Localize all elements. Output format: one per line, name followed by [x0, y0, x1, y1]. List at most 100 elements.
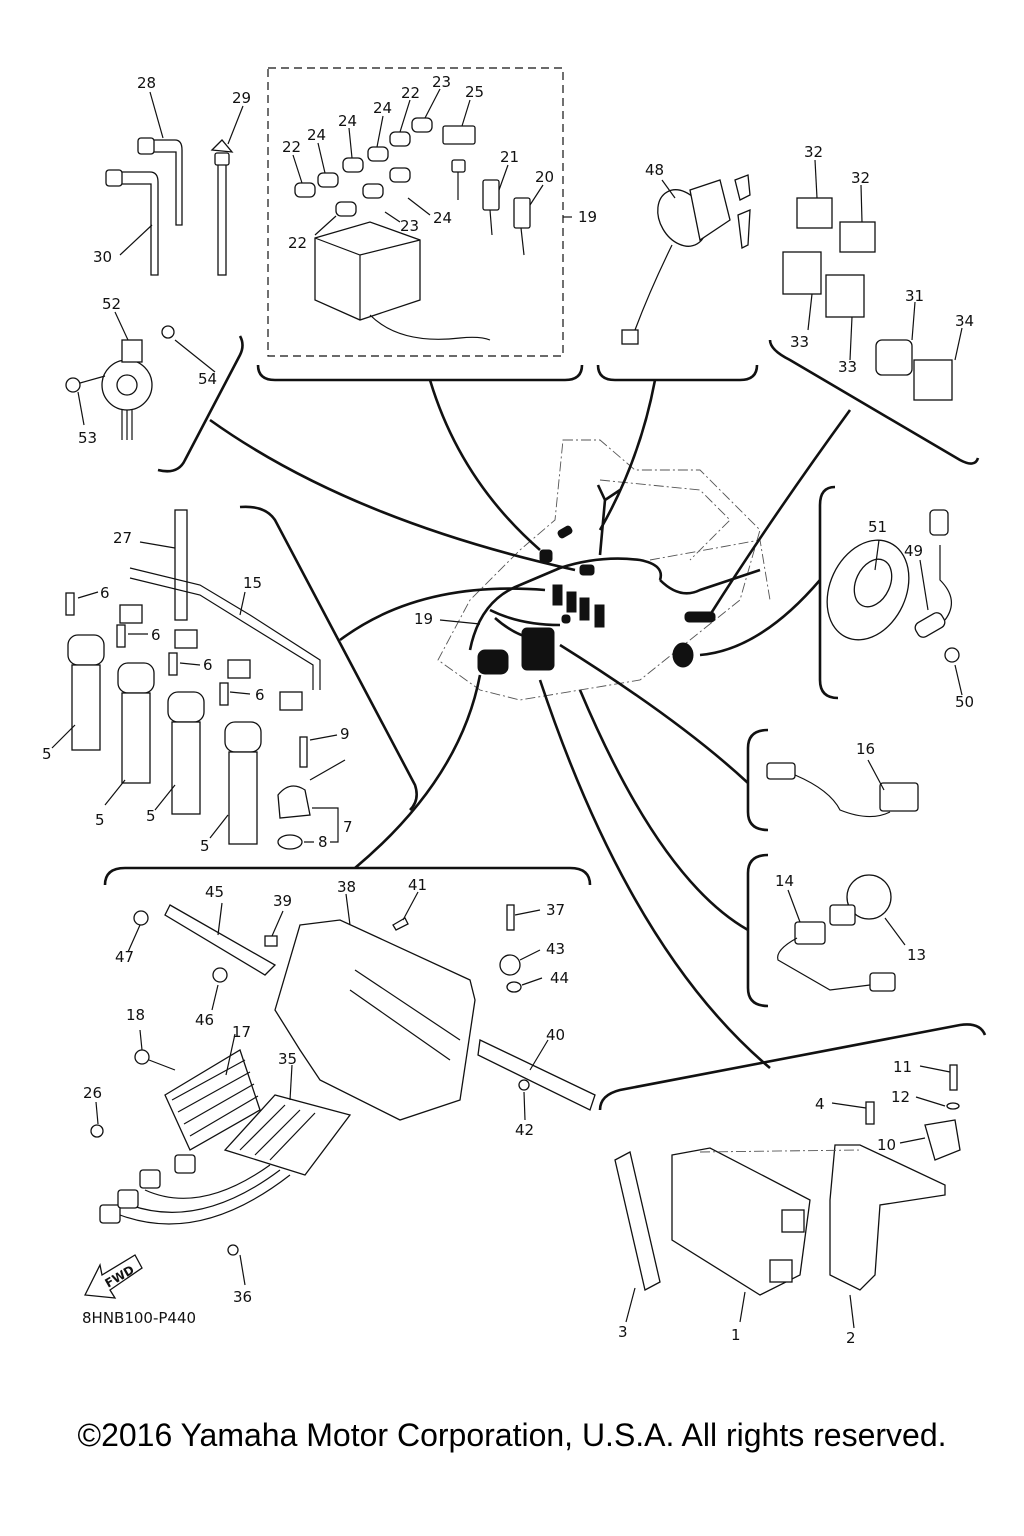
bolt-6[interactable]: [168, 652, 178, 676]
bolt-6[interactable]: [116, 624, 126, 648]
relay-31[interactable]: [875, 339, 913, 376]
ecu-35[interactable]: [223, 1094, 352, 1176]
bolt-6[interactable]: [219, 682, 229, 706]
bolt-42[interactable]: [518, 1079, 530, 1091]
callout-23: 23: [400, 217, 419, 235]
cable-tie-27[interactable]: [174, 509, 188, 621]
bolt-37[interactable]: [506, 904, 515, 931]
callout-40: 40: [546, 1026, 565, 1044]
callout-17: 17: [232, 1023, 251, 1041]
collar-44[interactable]: [506, 981, 522, 993]
callout-23: 23: [432, 73, 451, 91]
callout-13: 13: [907, 946, 926, 964]
connector-21[interactable]: [482, 179, 500, 211]
callout-33: 33: [838, 358, 857, 376]
callout-53: 53: [78, 429, 97, 447]
connector-20[interactable]: [513, 197, 531, 229]
connector-14[interactable]: [794, 921, 826, 945]
nut-54[interactable]: [161, 325, 175, 339]
bracket-2[interactable]: [829, 1144, 946, 1291]
relay-holder-33[interactable]: [825, 274, 865, 318]
bolt-18[interactable]: [134, 1049, 150, 1065]
o-ring-8[interactable]: [277, 834, 303, 850]
parts-diagram: 28 29 30 19 22 24 24 24: [42, 67, 987, 1347]
callout-35: 35: [278, 1050, 297, 1068]
bolt-53[interactable]: [65, 377, 81, 393]
group-brackets: [103, 335, 987, 1111]
ecu-unit-group: 11 12 10 4 1 2 3: [614, 1058, 961, 1347]
bolt-9[interactable]: [299, 736, 308, 768]
ecu-1[interactable]: [671, 1147, 811, 1296]
cable-tie-29[interactable]: [217, 159, 227, 276]
ignition-coil-5[interactable]: [167, 691, 205, 815]
callout-45: 45: [205, 883, 224, 901]
coil-connector: [119, 604, 143, 624]
copyright-notice: ©2016 Yamaha Motor Corporation, U.S.A. A…: [77, 1417, 947, 1453]
wire-harness-19[interactable]: 19: [414, 439, 771, 701]
callout-28: 28: [137, 74, 156, 92]
band-3[interactable]: [614, 1151, 661, 1291]
ignition-coil-group: 6 6 6 6 5 5 5 5 9 7 8 27 15: [42, 509, 353, 855]
callout-54: 54: [198, 370, 217, 388]
callout-6: 6: [255, 686, 265, 704]
rectifier-regulator-17[interactable]: [164, 1049, 261, 1151]
collar-46[interactable]: [212, 967, 228, 983]
relay-group: 32 32 33 33 31 34: [782, 143, 974, 401]
callout-15: 15: [243, 574, 262, 592]
callout-34: 34: [955, 312, 974, 330]
pickup-coil-49[interactable]: [913, 611, 947, 640]
callout-41: 41: [408, 876, 427, 894]
callout-19-fusebox: 19: [578, 208, 597, 226]
clip-39[interactable]: [264, 935, 278, 947]
sensor-7[interactable]: [277, 785, 311, 819]
sensor-13[interactable]: [846, 874, 892, 920]
relay-32[interactable]: [839, 221, 876, 253]
ecu-bracket-group: 47 45 39 38 41 37 43 44 46 40 42 17 18 2…: [83, 876, 596, 1306]
ignition-coil-5[interactable]: [67, 634, 105, 751]
grommet-43[interactable]: [499, 954, 521, 976]
ignition-coil-5[interactable]: [224, 721, 262, 845]
callout-24: 24: [307, 126, 326, 144]
nut-47[interactable]: [133, 910, 149, 926]
sensor-10[interactable]: [924, 1119, 961, 1161]
relay-34[interactable]: [913, 359, 953, 401]
callout-8: 8: [318, 833, 328, 851]
bolt-6[interactable]: [65, 592, 75, 616]
callout-3: 3: [618, 1323, 628, 1341]
callout-5: 5: [42, 745, 52, 763]
bolt-4[interactable]: [865, 1101, 875, 1125]
drawing-code: 8HNB100-P440: [82, 1309, 197, 1327]
pickup-coil-group: 51 49 50: [826, 509, 974, 711]
screw-36[interactable]: [227, 1244, 239, 1256]
bracket-40[interactable]: [477, 1039, 596, 1111]
bolt-50[interactable]: [944, 647, 960, 663]
callout-32: 32: [804, 143, 823, 161]
bracket-38[interactable]: [274, 919, 476, 1121]
sensor-16[interactable]: [879, 782, 919, 812]
callout-50: 50: [955, 693, 974, 711]
fuse-box-body[interactable]: [314, 221, 421, 321]
washer-12[interactable]: [946, 1102, 960, 1110]
callout-11: 11: [893, 1058, 912, 1076]
callout-5: 5: [200, 837, 210, 855]
relay-32[interactable]: [796, 197, 833, 229]
rivet-41[interactable]: [392, 917, 409, 931]
cable-tie-30[interactable]: [117, 171, 159, 276]
callout-39: 39: [273, 892, 292, 910]
callout-38: 38: [337, 878, 356, 896]
callout-24: 24: [433, 209, 452, 227]
relay-holder-33[interactable]: [782, 251, 822, 295]
callout-26: 26: [83, 1084, 102, 1102]
bolt-11[interactable]: [949, 1064, 958, 1091]
ignition-coil-5[interactable]: [117, 662, 155, 784]
callout-18: 18: [126, 1006, 145, 1024]
fuse-cover-25[interactable]: [442, 125, 476, 145]
sensor-13-group: 14 13: [775, 872, 926, 992]
callout-22: 22: [401, 84, 420, 102]
horn-group: 52 54 53: [65, 295, 217, 447]
main-switch-group: 48: [621, 161, 751, 345]
bracket-45[interactable]: [164, 904, 277, 976]
callout-52: 52: [102, 295, 121, 313]
callout-7: 7: [343, 818, 353, 836]
bolt-26[interactable]: [90, 1124, 104, 1138]
